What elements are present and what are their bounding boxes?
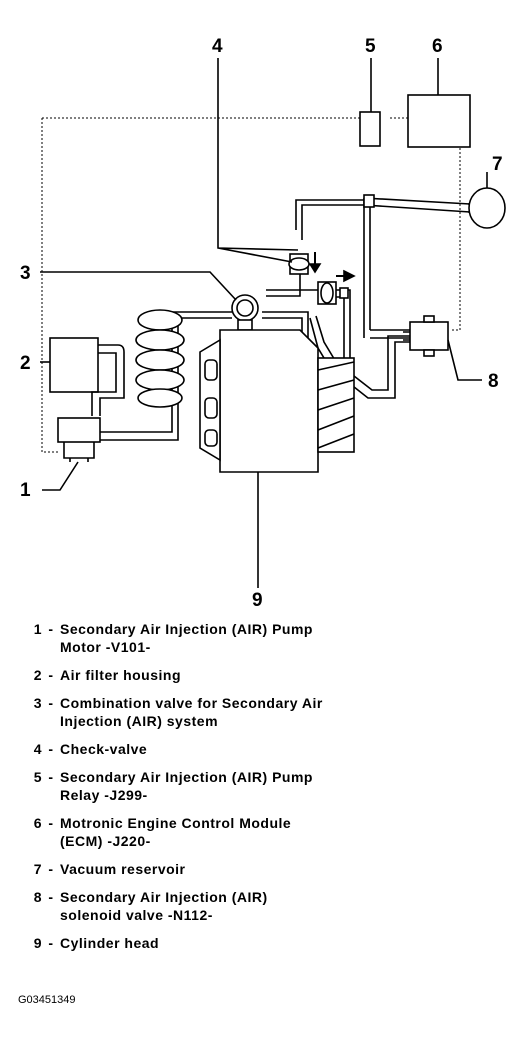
legend-number: 5 bbox=[33, 769, 42, 785]
legend-number: 6 bbox=[33, 815, 42, 831]
legend-number: 3 bbox=[33, 695, 42, 711]
legend-text-line: Motronic Engine Control Module bbox=[60, 815, 292, 831]
legend-item: 6-Motronic Engine Control Module (ECM) -J… bbox=[18, 814, 498, 850]
legend-number: 1 bbox=[33, 621, 42, 637]
leader-8 bbox=[447, 339, 482, 381]
legend-separator: - bbox=[48, 667, 54, 683]
legend-number: 4 bbox=[33, 741, 42, 757]
callout-6: 6 bbox=[432, 36, 443, 57]
legend-separator: - bbox=[48, 815, 54, 831]
legend-text-line: Vacuum reservoir bbox=[60, 861, 186, 877]
callout-8: 8 bbox=[488, 371, 499, 392]
figure-id: G03451349 bbox=[18, 994, 76, 1006]
legend-separator: - bbox=[48, 621, 54, 637]
legend-separator: - bbox=[48, 935, 54, 951]
legend-text-line: Air filter housing bbox=[60, 667, 181, 683]
callout-4: 4 bbox=[212, 36, 223, 57]
callout-1: 1 bbox=[20, 480, 31, 501]
legend-text: Cylinder head bbox=[60, 934, 498, 952]
callout-7: 7 bbox=[492, 154, 503, 175]
callout-9: 9 bbox=[252, 590, 263, 610]
cylinder-head bbox=[199, 329, 355, 588]
relay-box bbox=[359, 111, 381, 147]
legend-item: 7-Vacuum reservoir bbox=[18, 860, 498, 878]
legend-number: 9 bbox=[33, 935, 42, 951]
legend-separator: - bbox=[48, 741, 54, 757]
air-filter-housing bbox=[49, 337, 99, 393]
leader-3 bbox=[40, 271, 237, 301]
vacuum-line bbox=[363, 197, 471, 339]
intake-hose bbox=[135, 309, 185, 408]
legend-text-line: Injection (AIR) system bbox=[60, 713, 219, 729]
legend-text-line: Check-valve bbox=[60, 741, 148, 757]
legend-text-line: solenoid valve -N112- bbox=[60, 907, 213, 923]
callout-3: 3 bbox=[20, 263, 31, 284]
legend-text: Motronic Engine Control Module (ECM) -J22… bbox=[60, 814, 498, 850]
legend-separator: - bbox=[48, 889, 54, 905]
legend-number: 8 bbox=[33, 889, 42, 905]
legend-text: Secondary Air Injection (AIR) solenoid va… bbox=[60, 888, 498, 924]
leader-1 bbox=[42, 461, 79, 491]
solenoid-valve bbox=[409, 321, 449, 351]
legend-text: Air filter housing bbox=[60, 666, 498, 684]
vacuum-reservoir bbox=[468, 187, 506, 229]
legend-text-line: (ECM) -J220- bbox=[60, 833, 151, 849]
legend-text-line: Relay -J299- bbox=[60, 787, 148, 803]
ecm-box bbox=[407, 94, 471, 148]
legend-text-line: Combination valve for Secondary Air bbox=[60, 695, 323, 711]
wiring-dotted bbox=[41, 117, 470, 453]
legend-item: 4-Check-valve bbox=[18, 740, 498, 758]
legend-separator: - bbox=[48, 861, 54, 877]
legend-text-line: Secondary Air Injection (AIR) Pump bbox=[60, 621, 313, 637]
secondary-air-injection-diagram: 1 2 3 4 5 6 7 8 9 bbox=[20, 36, 506, 610]
callout-2: 2 bbox=[20, 353, 31, 374]
legend-item: 2-Air filter housing bbox=[18, 666, 498, 684]
legend-number: 7 bbox=[33, 861, 42, 877]
leader-4 bbox=[217, 58, 299, 263]
legend-text-line: Cylinder head bbox=[60, 935, 160, 951]
legend-item: 8-Secondary Air Injection (AIR) solenoid … bbox=[18, 888, 498, 924]
legend-separator: - bbox=[48, 769, 54, 785]
legend-separator: - bbox=[48, 695, 54, 711]
legend-item: 9-Cylinder head bbox=[18, 934, 498, 952]
legend-text: Check-valve bbox=[60, 740, 498, 758]
callout-5: 5 bbox=[365, 36, 376, 57]
legend-text-line: Secondary Air Injection (AIR) bbox=[60, 889, 268, 905]
legend-text: Vacuum reservoir bbox=[60, 860, 498, 878]
legend-text-line: Secondary Air Injection (AIR) Pump bbox=[60, 769, 313, 785]
legend-number: 2 bbox=[33, 667, 42, 683]
legend-text-line: Motor -V101- bbox=[60, 639, 151, 655]
air-pump bbox=[57, 417, 101, 443]
